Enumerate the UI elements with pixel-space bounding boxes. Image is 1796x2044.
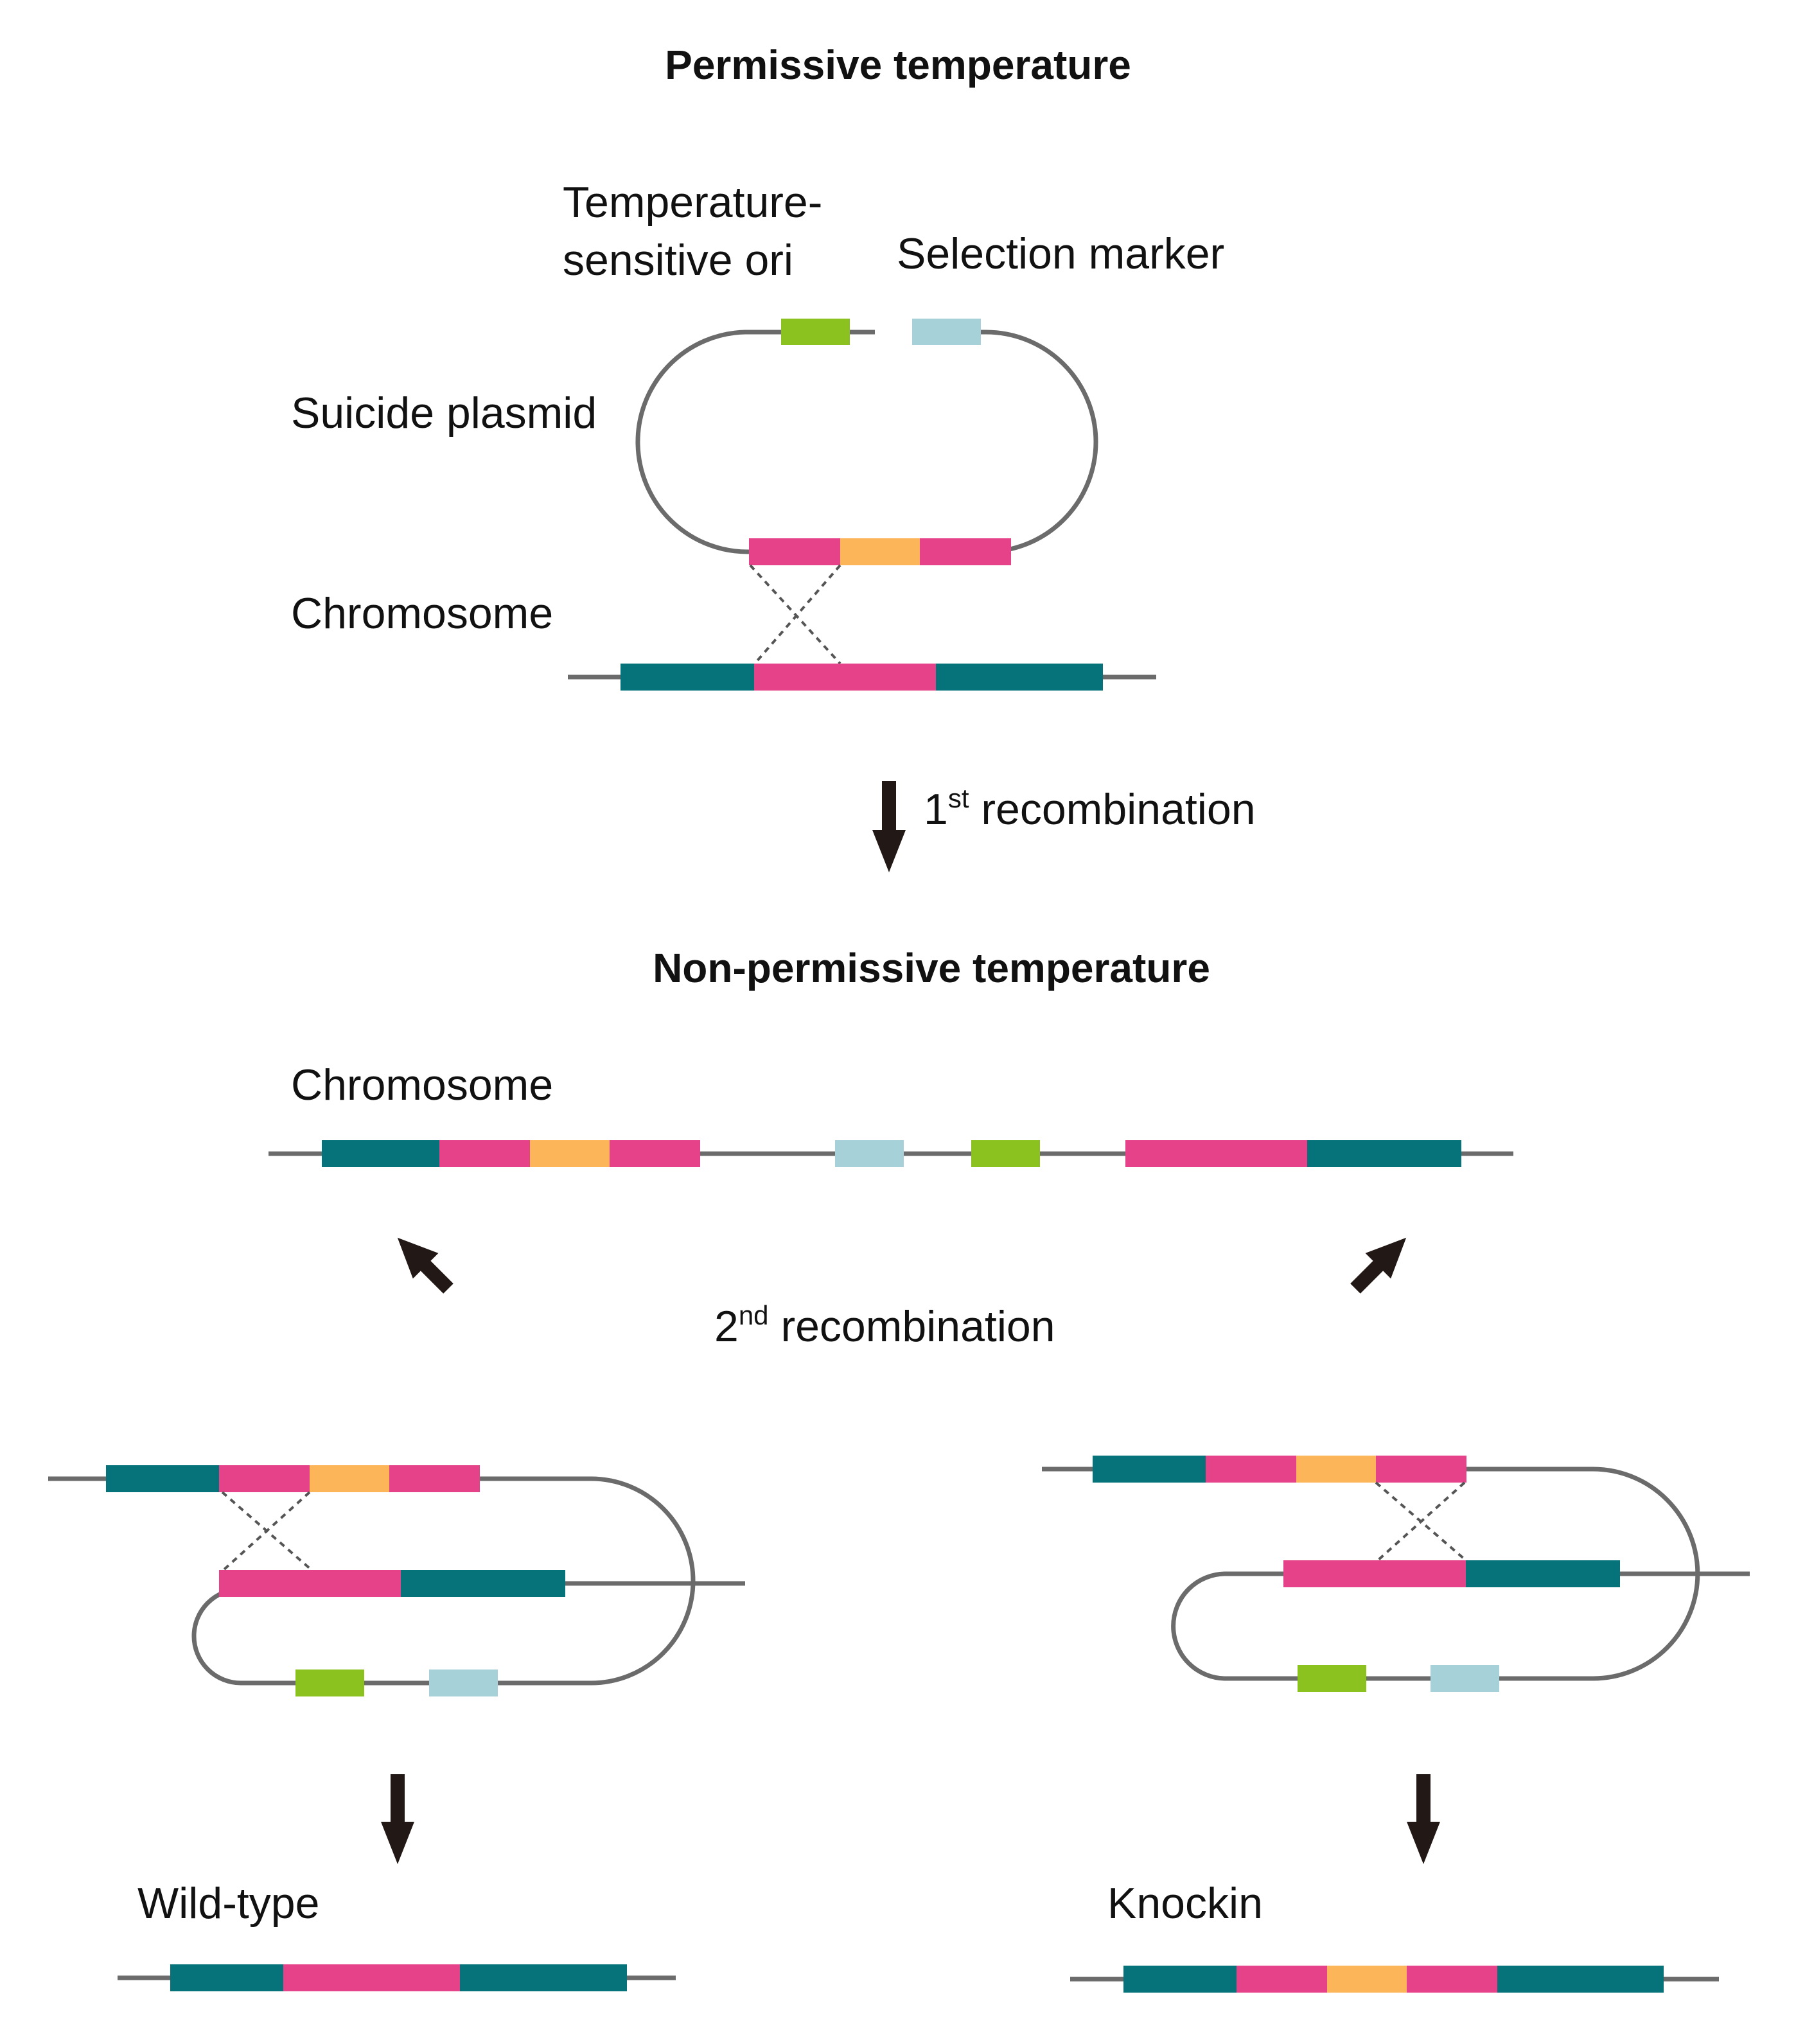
knockin-label: Knockin <box>1107 1879 1263 1928</box>
ori-label-line2: sensitive ori <box>563 236 793 285</box>
down-arrow-step1 <box>872 781 906 872</box>
down-right-arrow <box>1350 1237 1407 1294</box>
plasmid-insert <box>840 538 920 565</box>
permissive-title: Permissive temperature <box>665 42 1131 88</box>
plasmid-homology-left <box>749 538 840 565</box>
plasmid-ori-block <box>781 319 850 345</box>
knockin-chromosome <box>1070 1966 1719 1993</box>
selection-marker-label: Selection marker <box>897 229 1224 278</box>
plasmid-marker-block <box>912 319 981 345</box>
wild-type-chromosome <box>118 1964 676 1991</box>
non-permissive-title: Non-permissive temperature <box>653 945 1210 991</box>
plasmid-homology-right <box>920 538 1011 565</box>
plasmid-backbone <box>635 330 1098 554</box>
mid-insert <box>530 1140 610 1167</box>
down-arrow-right <box>1407 1774 1440 1864</box>
chromosome-top-flank-left <box>621 664 754 691</box>
mid-homology-3 <box>1125 1140 1307 1167</box>
second-recombination-label: 2nd recombination <box>714 1300 1055 1351</box>
wild-type-label: Wild-type <box>137 1879 319 1928</box>
chromosome-label-middle: Chromosome <box>291 1061 553 1109</box>
crossover-lines-top <box>749 564 841 665</box>
mid-marker-block <box>835 1140 904 1167</box>
ori-label-line1: Temperature- <box>563 178 822 227</box>
mid-flank-right <box>1307 1140 1461 1167</box>
suicide-plasmid-label: Suicide plasmid <box>291 389 597 437</box>
chromosome-top-flank-right <box>936 664 1103 691</box>
first-recombination-label: 1st recombination <box>924 783 1256 834</box>
right-intermediate <box>1042 1456 1750 1692</box>
chromosome-label-top: Chromosome <box>291 589 553 638</box>
mid-homology-2 <box>610 1140 700 1167</box>
down-arrow-left <box>381 1774 414 1864</box>
mid-ori-block <box>971 1140 1040 1167</box>
mid-homology-1 <box>439 1140 530 1167</box>
mid-flank-left <box>322 1140 439 1167</box>
left-intermediate <box>48 1465 745 1696</box>
chromosome-top-homology <box>754 664 936 691</box>
down-left-arrow <box>397 1237 453 1294</box>
